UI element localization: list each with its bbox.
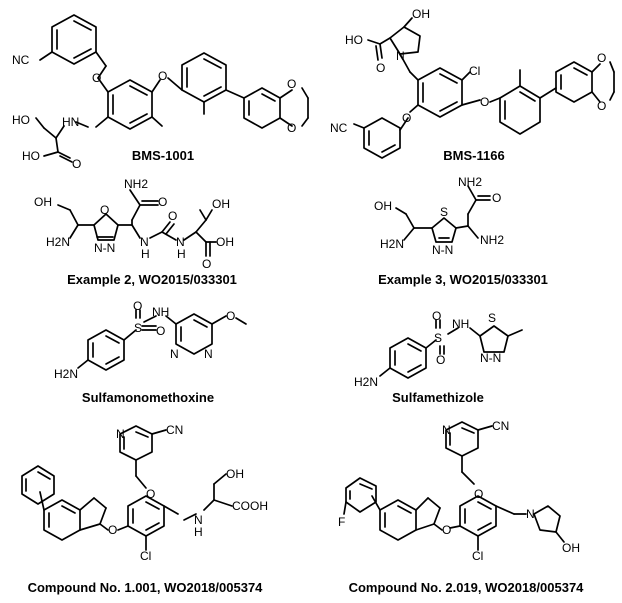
label: N [526,507,535,521]
label: S [440,205,448,219]
label: O [72,157,81,171]
structure-bms-1166: OH HO O N Cl O O O O NC BMS-1166 [330,7,615,163]
label: S [134,321,142,335]
label: O [597,51,606,65]
label: O [202,257,211,271]
label: H2N [380,237,404,251]
caption: Compound No. 1.001, WO2018/005374 [28,580,264,595]
label: N [140,235,149,249]
label: H2N [354,375,378,389]
label: O [597,99,606,113]
label: N [194,513,203,527]
label: OH [212,197,230,211]
label: N-N [94,241,115,255]
label: HO [12,113,30,127]
structure-compound-1-001: N CN O OH N H COOH O Cl Compound No. 1.0… [21,423,268,595]
label: O [133,299,142,313]
label: H [141,247,150,261]
label: O [492,191,501,205]
label: H [177,247,186,261]
label: F [338,515,345,529]
label: N [176,235,185,249]
label: NH [452,317,469,331]
label: H [194,525,203,539]
label: O [168,209,177,223]
label: O [436,353,445,367]
label: CN [492,419,509,433]
label: Cl [140,549,151,563]
label: OH [412,7,430,21]
label: NH2 [480,233,504,247]
label: CN [166,423,183,437]
label: OH [216,235,234,249]
label: N [442,423,451,437]
label: O [432,309,441,323]
label: O [402,111,411,125]
label: HN [62,115,79,129]
label: NH2 [458,175,482,189]
label: O [480,95,489,109]
label: N-N [432,243,453,257]
label: NH2 [124,177,148,191]
caption: Sulfamonomethoxine [82,390,214,405]
label: O [100,203,109,217]
caption: BMS-1166 [443,148,504,163]
label: O [158,195,167,209]
label: Cl [469,64,480,78]
label: OH [562,541,580,555]
label: N [204,347,213,361]
label: O [146,487,155,501]
label: N [396,49,405,63]
label: O [158,69,167,83]
caption: Sulfamethizole [392,390,484,405]
label: N-N [480,351,501,365]
label: OH [374,199,392,213]
label: S [488,311,496,325]
structure-sulfamonomethoxine: O S O NH O N N H2N Sulfamonomethoxine [54,299,247,405]
structure-example-2: NH2 OH OH O O O H2N N-N N N H H OH O Exa… [34,177,237,287]
label: NC [12,53,30,67]
label: HO [345,33,363,47]
label: O [442,523,451,537]
label: NC [330,121,348,135]
structure-example-3: NH2 OH O S H2N N-N NH2 Example 3, WO2015… [374,175,548,287]
label: H2N [54,367,78,381]
label: O [287,77,296,91]
label: O [376,61,385,75]
label: O [108,523,117,537]
label: O [92,71,101,85]
caption: Example 2, WO2015/033301 [67,272,237,287]
label: O [226,309,235,323]
label: N [116,427,125,441]
structure-compound-2-019: N CN O N F O Cl OH Compound No. 2.019, W… [338,419,584,595]
structure-bms-1001: NC O O O O HN HO HO O BMS-1001 [12,14,309,171]
label: HO [22,149,40,163]
label: COOH [232,499,268,513]
label: Cl [472,549,483,563]
label: OH [34,195,52,209]
caption: Example 3, WO2015/033301 [378,272,548,287]
label: O [287,121,296,135]
label: OH [226,467,244,481]
label: NH [152,305,169,319]
label: S [434,331,442,345]
label: N [170,347,179,361]
label: H2N [46,235,70,249]
label: O [474,487,483,501]
caption: BMS-1001 [132,148,194,163]
label: O [156,324,165,338]
structure-sulfamethizole: O S O NH S N-N H2N Sulfamethizole [354,309,523,405]
caption: Compound No. 2.019, WO2018/005374 [349,580,585,595]
